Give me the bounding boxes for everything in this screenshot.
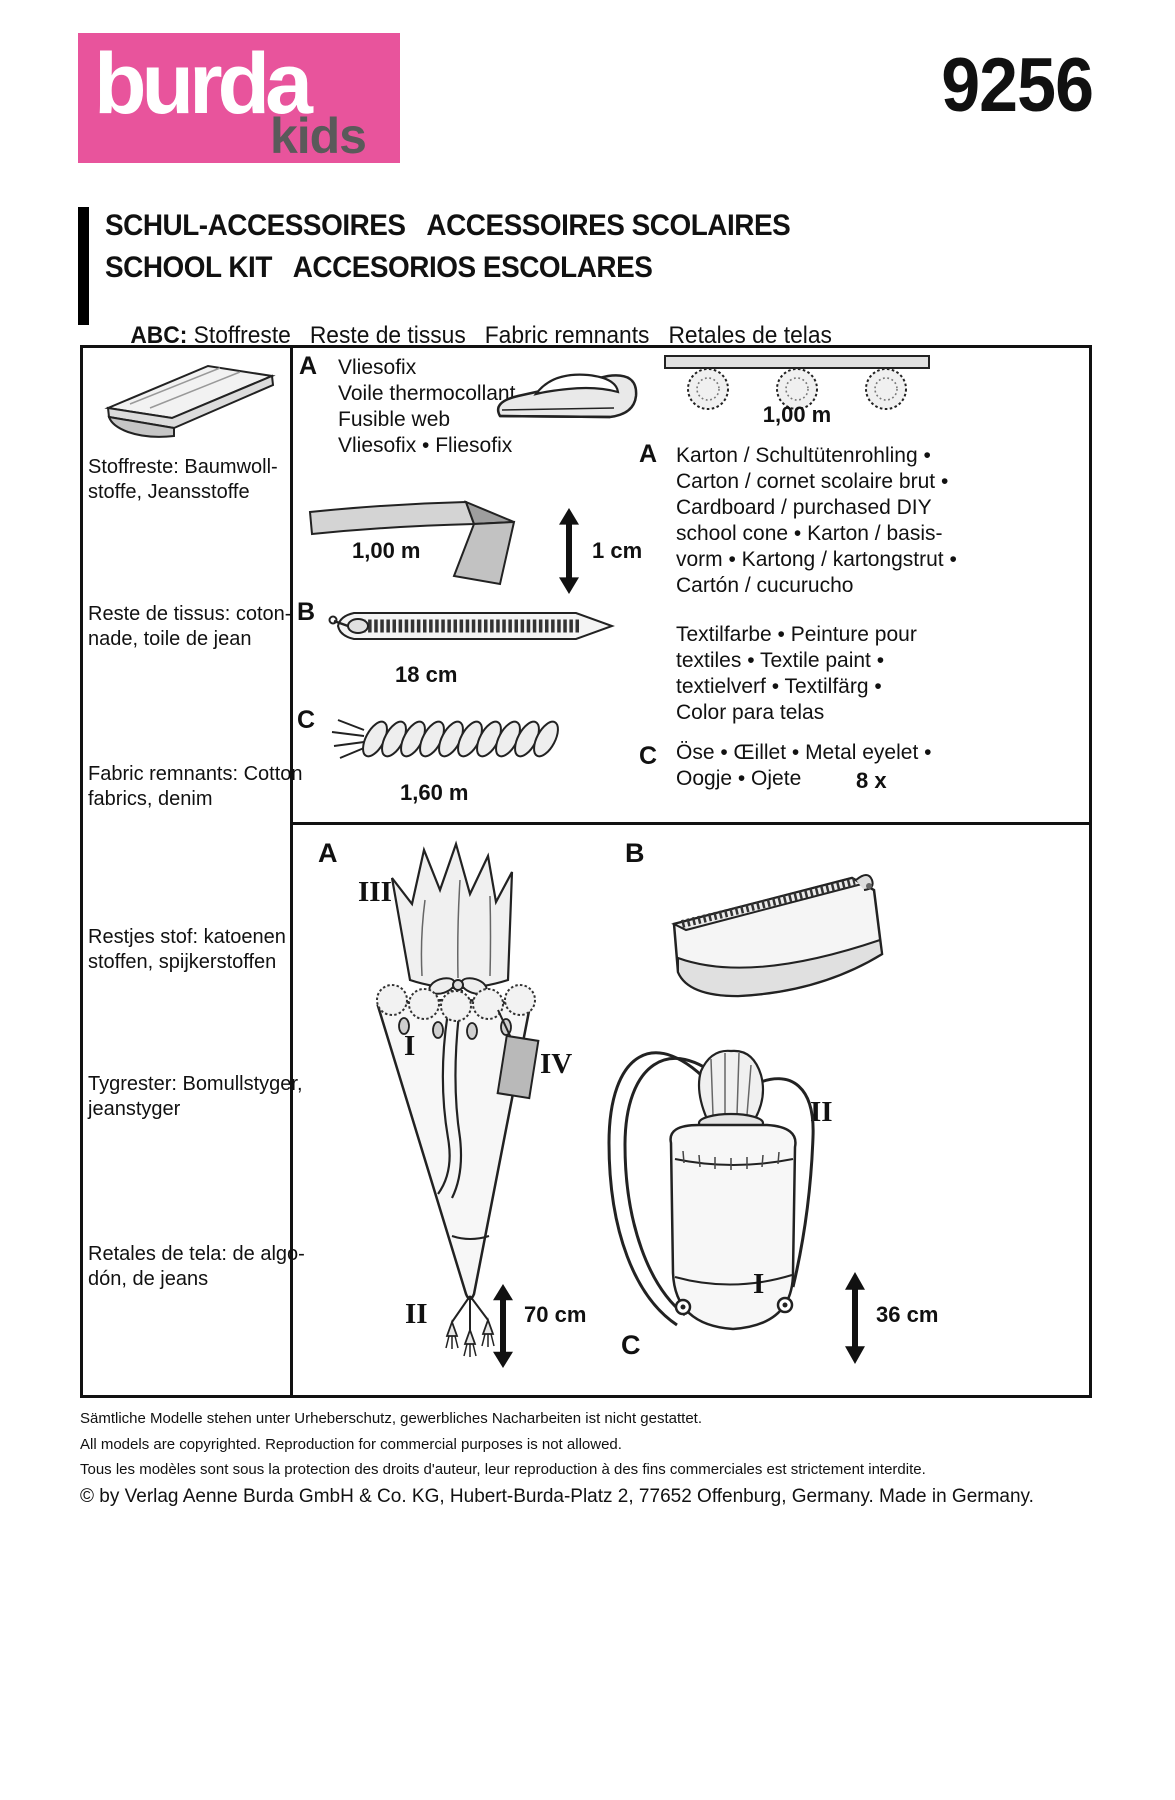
fabric-note-nl: Restjes stof: katoenen stoffen, spijkers…	[88, 926, 286, 973]
left-column-divider	[290, 345, 293, 1398]
fabric-note-es: Retales de tela: de algo- dón, de jeans	[88, 1243, 305, 1290]
fabric-swatch-illustration	[104, 364, 276, 438]
copyright-line-de: Sämtliche Modelle stehen unter Urhebersc…	[80, 1410, 702, 1427]
cone-height-arrow	[493, 1284, 513, 1368]
eyelet-count-label: 8 x	[856, 768, 887, 793]
brand-kids-label: kids	[269, 108, 367, 164]
fabric-note-fr: Reste de tissus: coton- nade, toile de j…	[88, 603, 292, 650]
piece-ii-bag-label: II	[810, 1096, 833, 1128]
fusible-ribbon-illustration	[308, 500, 516, 586]
view-a-model-label: A	[318, 838, 338, 868]
brand-logo-box: burda kids	[78, 33, 400, 163]
cord-length-label: 1,60 m	[400, 780, 469, 805]
bag-height-label: 36 cm	[876, 1302, 939, 1327]
view-b-model-label: B	[625, 838, 645, 868]
pompom-band-illustration	[664, 355, 930, 410]
main-content-box	[80, 345, 1092, 1398]
fabric-note-sv: Tygrester: Bomullstyger, jeanstyger	[88, 1073, 303, 1120]
piece-iv-label: IV	[540, 1048, 573, 1080]
zipper-length-label: 18 cm	[395, 662, 458, 687]
abc-label: ABC:	[130, 322, 188, 349]
view-a-cardboard-label: A	[639, 440, 658, 468]
drawstring-bag-illustration	[607, 1049, 815, 1331]
pompom-length-label: 1,00 m	[762, 402, 832, 427]
ribbon-length-label: 1,00 m	[352, 538, 421, 563]
piece-ii-cone-label: II	[405, 1298, 428, 1330]
school-cone-illustration	[376, 840, 540, 1357]
abc-text: Stoffreste Reste de tissus Fabric remnan…	[187, 322, 832, 349]
view-c-model-label: C	[621, 1330, 641, 1360]
pattern-number: 9256	[941, 43, 1094, 128]
ribbon-width-arrow	[559, 508, 579, 594]
eyelet-text: Öse • Œillet • Metal eyelet • Oogje • Oj…	[676, 741, 932, 791]
notions-models-divider	[290, 822, 1092, 825]
textile-paint-text: Textilfarbe • Peinture pour textiles • T…	[676, 623, 917, 725]
title-line-2: SCHOOL KIT ACCESORIOS ESCOLARES	[105, 251, 653, 284]
abc-fabric-line: ABC: Stoffreste Reste de tissus Fabric r…	[105, 294, 832, 378]
view-b-notions-label: B	[297, 598, 316, 626]
fusible-web-text: Vliesofix Voile thermocollant Fusible we…	[338, 356, 516, 458]
pencil-case-illustration	[671, 874, 884, 998]
piece-i-bag-label: I	[753, 1268, 765, 1300]
title-accent-bar	[78, 207, 89, 325]
bag-height-arrow	[845, 1272, 865, 1364]
fabric-note-en: Fabric remnants: Cotton fabrics, denim	[88, 763, 303, 810]
piece-iii-label: III	[358, 876, 392, 908]
cardboard-text: Karton / Schultütenrohling • Carton / co…	[676, 444, 957, 598]
brand-logo-text: burda	[94, 36, 313, 132]
copyright-line-fr: Tous les modèles sont sous la protection…	[80, 1461, 926, 1478]
copyright-publisher-line: © by Verlag Aenne Burda GmbH & Co. KG, H…	[80, 1486, 1034, 1507]
fabric-note-de: Stoffreste: Baumwoll- stoffe, Jeansstoff…	[88, 456, 278, 503]
zipper-illustration	[328, 612, 615, 640]
piece-i-cone-label: I	[404, 1030, 416, 1062]
view-c-notions-label: C	[297, 706, 316, 734]
iron-icon	[496, 373, 638, 419]
view-a-notions-label: A	[299, 352, 318, 380]
copyright-line-en: All models are copyrighted. Reproduction…	[80, 1436, 622, 1453]
cone-height-label: 70 cm	[524, 1302, 587, 1327]
ribbon-width-label: 1 cm	[592, 538, 643, 563]
title-line-1: SCHUL-ACCESSOIRES ACCESSOIRES SCOLAIRES	[105, 209, 791, 242]
cord-illustration	[331, 719, 559, 759]
view-c-eyelet-label: C	[639, 742, 658, 770]
